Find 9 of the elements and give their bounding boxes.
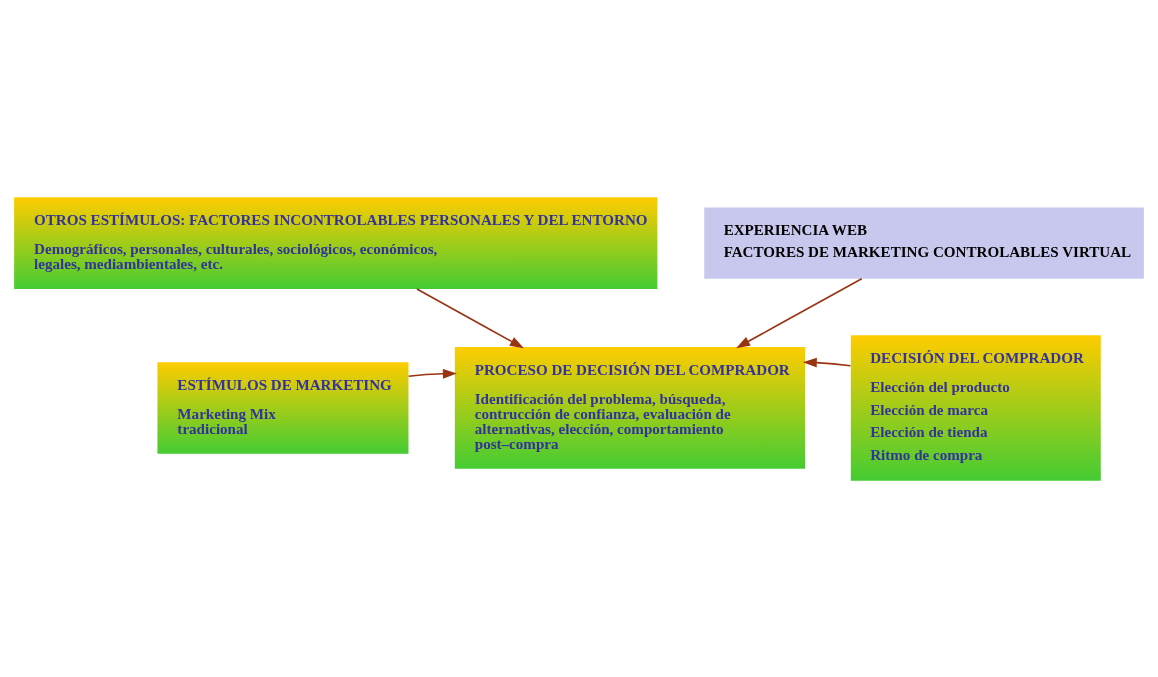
- arrow: [416, 287, 524, 348]
- node-box: EXPERIENCIA WEB FACTORES DE MARKETING CONTROLABLES VIRTUAL: [704, 207, 1144, 279]
- arrow: [407, 368, 457, 379]
- arrow: [736, 277, 863, 348]
- node-box: OTROS ESTÍMULOS: FACTORES INCONTROLABLES PERSONALES Y DEL ENTORNO Demográficos, personales, culturales, sociológicos, económicos, legales, mediambientales, etc.: [14, 196, 658, 289]
- node-box: PROCESO DE DECISIÓN DEL COMPRADOR Identificación del problema, búsqueda, contrucción de confianza, evaluación de alternativas, elección, comportamiento post–compra: [454, 346, 805, 469]
- arrow: [802, 357, 852, 367]
- node-box: ESTÍMULOS DE MARKETING Marketing Mix tradicional: [157, 361, 409, 454]
- node-box: DECISIÓN DEL COMPRADOR Elección del producto Elección de marca Elección de tienda Ritmo de compra: [850, 334, 1101, 481]
